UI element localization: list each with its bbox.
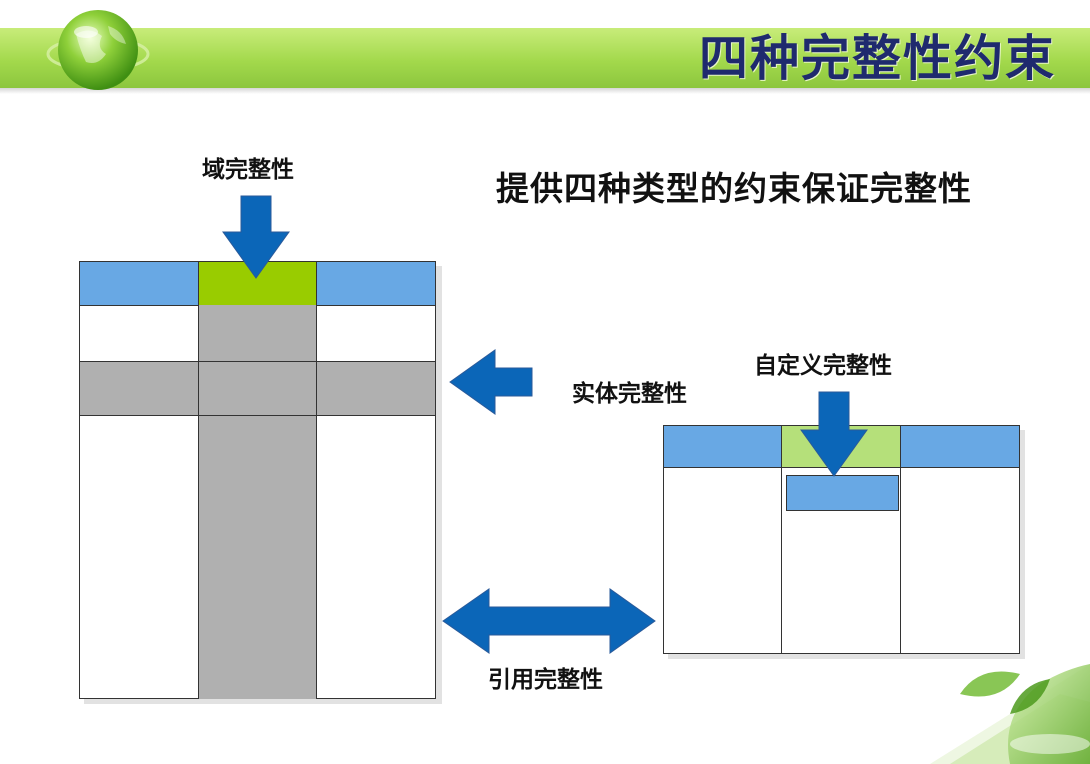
entity-row-highlight: [79, 361, 436, 416]
domain-integrity-label: 域完整性: [202, 157, 294, 183]
user-defined-value-cell: [786, 475, 899, 511]
left-col-line-3: [198, 305, 199, 361]
entity-integrity-label: 实体完整性: [572, 381, 687, 407]
right-col-line-2: [900, 467, 901, 654]
user-defined-arrow-icon: [800, 391, 868, 477]
subtitle: 提供四种类型的约束保证完整性: [496, 169, 972, 208]
referential-double-arrow-icon: [442, 588, 656, 654]
left-header-cell-1: [79, 261, 199, 306]
entity-row-divider-1: [198, 361, 199, 416]
leaf-laptop-icon: [930, 664, 1090, 764]
user-defined-integrity-label: 自定义完整性: [754, 353, 892, 379]
left-col-line-2: [316, 416, 317, 699]
left-col-line-1: [198, 416, 199, 699]
referential-integrity-label: 引用完整性: [488, 667, 603, 693]
title-banner: [0, 28, 1090, 88]
globe-icon: [46, 10, 150, 90]
page-title: 四种完整性约束: [698, 30, 1056, 87]
banner-shadow: [0, 88, 1090, 94]
right-header-cell-3: [900, 425, 1020, 468]
left-header-cell-3: [316, 261, 436, 306]
domain-arrow-icon: [222, 195, 290, 279]
left-col-line-4: [316, 305, 317, 361]
right-col-line-1: [781, 467, 782, 654]
right-header-cell-1: [663, 425, 782, 468]
entity-arrow-icon: [449, 349, 533, 415]
entity-row-divider-2: [316, 361, 317, 416]
